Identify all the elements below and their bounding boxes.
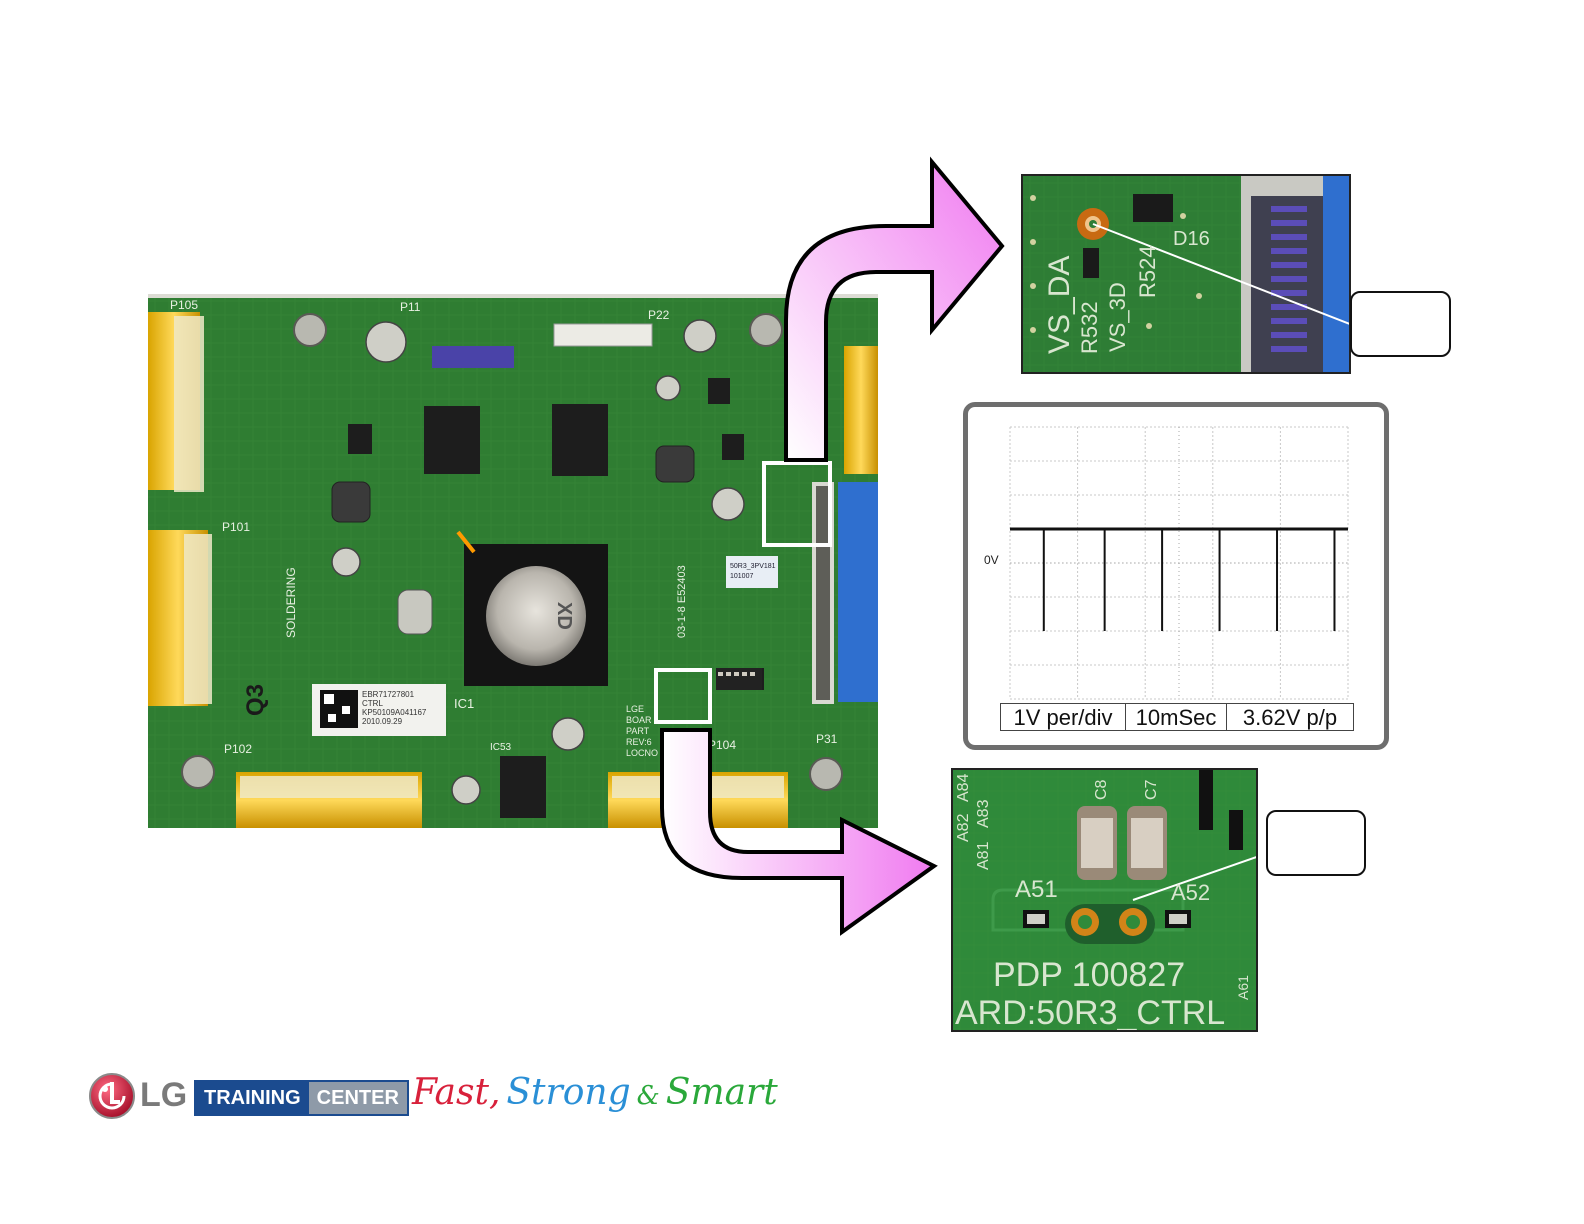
scope-zero-label: 0V — [984, 553, 999, 567]
arrow-up-right — [784, 156, 1005, 462]
zoom-lower-label-c8: C8 — [1093, 779, 1110, 800]
small-sticker-line-1: 50R3_3PV181 — [730, 563, 776, 570]
training-center-badge: TRAINING CENTER — [194, 1080, 409, 1116]
zoom-lower-label-ard: ARD:50R3_CTRL — [955, 994, 1226, 1032]
label-p102: P102 — [224, 742, 253, 756]
sticker-line-1: EBR71727801 — [362, 690, 415, 699]
label-ic53: IC53 — [490, 742, 512, 753]
zoom-panel-upper: VS_DA R532 VS_3D R524 D16 — [1021, 174, 1351, 374]
zoom-lower-drawing — [953, 770, 1256, 1030]
small-sticker-line-2: 101007 — [730, 573, 754, 580]
scope-grid — [1009, 426, 1349, 700]
board-rev-text: LGE BOAR PART REV:6 LOCNO — [626, 704, 658, 759]
scope-amplitude: 3.62V p/p — [1242, 705, 1338, 730]
zoom-lower-label-a51: A51 — [1015, 876, 1058, 903]
footer-logo: LG TRAINING CENTER Fast, Strong & Smart — [88, 1072, 778, 1128]
scope-time-base: 10mSec — [1126, 704, 1227, 730]
slogan-smart: Smart — [665, 1072, 778, 1113]
chip-logo-text: XD — [553, 602, 575, 630]
sticker-line-4: 2010.09.29 — [362, 717, 403, 726]
label-p101: P101 — [222, 520, 251, 534]
main-board-photo: XD P105 P11 P22 P101 P102 P104 P31 IC1 I… — [148, 294, 878, 828]
pcb-drawing: XD — [148, 294, 878, 828]
zoom-lower-label-a61: A61 — [1235, 975, 1251, 1000]
scope-readout-bar: 1V per/div 10mSec 3.62V p/p — [1000, 703, 1354, 731]
small-sticker-text: 50R3_3PV181 101007 — [730, 562, 776, 582]
test-point-highlight-upper — [762, 461, 832, 547]
zoom-lower-label-a81: A81 — [975, 841, 992, 870]
sticker-line-3: KP50109A041167 — [362, 708, 427, 717]
main-soc-die — [486, 566, 586, 666]
board-text-part: PART — [626, 726, 650, 736]
center-label: CENTER — [308, 1082, 407, 1114]
lg-face-icon — [89, 1073, 135, 1119]
slogan-fast: Fast, — [412, 1072, 501, 1113]
board-text-boar: BOAR — [626, 715, 652, 725]
scope-volts-per-div: 1V per/div — [1001, 704, 1126, 730]
zoom-upper-label-d16: D16 — [1173, 228, 1210, 250]
zoom-upper-drawing — [1023, 176, 1349, 372]
scope-waveform — [1010, 527, 1348, 631]
arrow-down-right — [660, 728, 938, 936]
zoom-lower-label-a82: A82 — [955, 813, 972, 842]
zoom-lower-label-a52: A52 — [1171, 880, 1211, 905]
board-text-lge: LGE — [626, 704, 645, 714]
zoom-upper-label-r532: R532 — [1077, 301, 1102, 354]
zoom-panel-lower: A51 A52 PDP 100827 ARD:50R3_CTRL A82 A84… — [951, 768, 1258, 1032]
oscilloscope-panel: 0V 1V per/div 10mSec 3.62V p/p — [963, 402, 1389, 750]
label-p104: P104 — [708, 738, 737, 752]
lg-wordmark: LG — [140, 1076, 188, 1114]
zoom-lower-label-a83: A83 — [975, 799, 992, 828]
zoom-lower-label-c7: C7 — [1143, 779, 1160, 800]
label-p105: P105 — [170, 298, 199, 312]
test-point-highlight-lower — [654, 668, 712, 724]
slogan-amp: & — [636, 1081, 660, 1111]
zoom-upper-label-vsda: VS_DA — [1043, 255, 1076, 354]
zoom-upper-label-r524: R524 — [1135, 245, 1160, 298]
label-ic1: IC1 — [454, 696, 475, 711]
callout-box-upper — [1350, 291, 1451, 357]
zoom-lower-label-a84: A84 — [955, 773, 972, 802]
zoom-lower-label-pdp: PDP 100827 — [993, 956, 1186, 994]
blue-connector — [838, 482, 878, 702]
board-text-locno: LOCNO — [626, 748, 659, 758]
label-p31: P31 — [816, 732, 838, 746]
board-text-rev: REV:6 — [626, 737, 652, 747]
oscilloscope-graticule — [1009, 426, 1349, 700]
callout-box-lower — [1266, 810, 1366, 876]
slogan-strong: Strong — [506, 1072, 631, 1113]
sticker-line-2: CTRL — [362, 699, 383, 708]
label-p11: P11 — [400, 300, 421, 314]
training-label: TRAINING — [196, 1082, 309, 1114]
flex-cable-p22 — [844, 346, 878, 474]
zoom-upper-label-vs3d: VS_3D — [1105, 282, 1130, 352]
slogan: Fast, Strong & Smart — [412, 1072, 778, 1113]
label-p22: P22 — [648, 308, 670, 322]
serial-sticker-text: EBR71727801 CTRL KP50109A041167 2010.09.… — [362, 690, 426, 726]
